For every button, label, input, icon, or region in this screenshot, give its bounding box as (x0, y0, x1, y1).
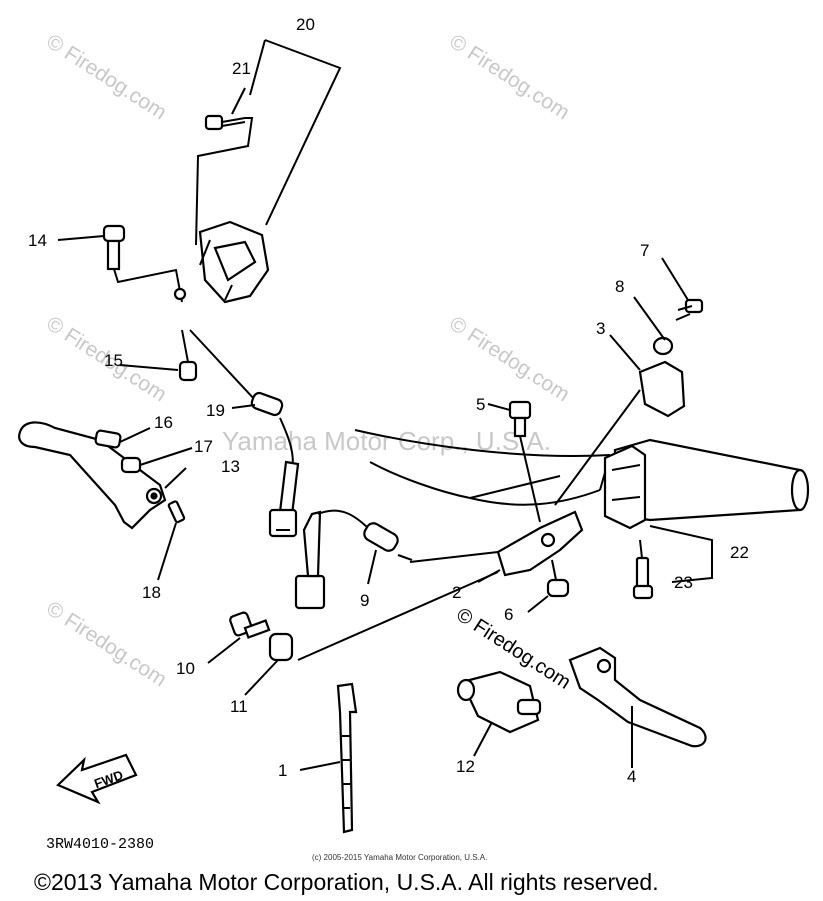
callout-12: 12 (456, 757, 475, 776)
screw-7 (675, 298, 704, 321)
watermark-firedog: © Firedog.com (42, 597, 170, 691)
screw-18 (157, 500, 186, 581)
bolt-14 (102, 224, 183, 303)
callout-2: 2 (452, 583, 461, 602)
pivot-bolt-16 (94, 427, 151, 449)
callout-19: 19 (206, 401, 225, 420)
screw-21 (195, 114, 254, 246)
adjuster-12 (456, 670, 542, 734)
nut-17 (120, 447, 193, 474)
leader-lines (57, 87, 713, 771)
holder-3 (554, 336, 686, 506)
callout-10: 10 (176, 659, 195, 678)
callout-23: 23 (674, 573, 693, 592)
callout-4: 4 (627, 767, 636, 786)
diagram-code: 3RW4010-2380 (46, 836, 154, 853)
callout-14: 14 (28, 231, 47, 250)
nut-11 (268, 632, 294, 662)
watermark-yamaha: Yamaha Motor Corp., U.S.A. (222, 426, 551, 456)
callout-numbers: 1 2 3 4 5 6 7 8 9 10 11 12 13 14 15 16 1… (28, 15, 749, 786)
watermark-firedog: © Firedog.com (42, 30, 170, 124)
callout-20-bracket (249, 39, 342, 226)
callout-21: 21 (232, 59, 251, 78)
small-copyright: (c) 2005-2015 Yamaha Motor Corporation, … (312, 853, 487, 862)
callout-18: 18 (142, 583, 161, 602)
throttle-grip (603, 438, 810, 530)
callout-9: 9 (360, 591, 369, 610)
bolt-10 (229, 611, 271, 639)
screw-23 (632, 539, 654, 600)
bolt-5 (508, 400, 541, 523)
holder-2 (297, 510, 584, 661)
nut-15 (173, 287, 198, 382)
callout-8: 8 (615, 277, 624, 296)
callout-1: 1 (278, 761, 287, 780)
cable-band-1 (336, 682, 358, 834)
callout-17: 17 (194, 437, 213, 456)
watermark-firedog: © Firedog.com (445, 30, 573, 124)
callout-13: 13 (221, 457, 240, 476)
callout-20: 20 (296, 15, 315, 34)
callout-15: 15 (104, 351, 123, 370)
callout-7: 7 (640, 241, 649, 260)
callout-22: 22 (730, 543, 749, 562)
switch-assembly (198, 220, 270, 304)
callout-3: 3 (596, 319, 605, 338)
brake-switch-19 (189, 329, 300, 538)
clutch-lever-13 (18, 421, 167, 530)
brake-lever-4 (568, 646, 707, 748)
fwd-arrow: FWD (56, 753, 138, 805)
footer-copyright: ©2013 Yamaha Motor Corporation, U.S.A. A… (34, 869, 659, 895)
callout-5: 5 (476, 395, 485, 414)
nut-6 (527, 559, 570, 613)
watermark-firedog: © Firedog.com (445, 312, 573, 406)
callout-6: 6 (504, 605, 513, 624)
callout-11: 11 (230, 697, 248, 716)
brake-switch-9 (294, 509, 413, 610)
callout-16: 16 (154, 413, 173, 432)
